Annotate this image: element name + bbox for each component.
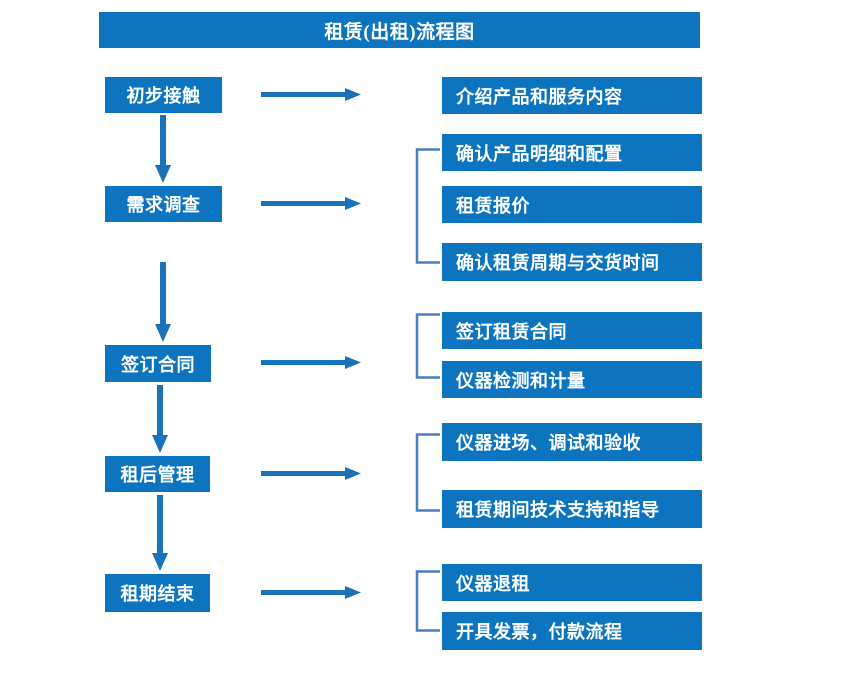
stage-label: 签订合同 [121, 354, 195, 375]
stage-box-sign-contract[interactable]: 签订合同 [105, 345, 211, 382]
right-arrow-stage-5 [261, 583, 363, 603]
detail-label: 确认租赁周期与交货时间 [456, 253, 660, 273]
detail-box-instrument-entry-debug-acceptance[interactable]: 仪器进场、调试和验收 [442, 423, 702, 461]
page-title: 租赁(出租)流程图 [324, 21, 475, 43]
stage-label: 租期结束 [120, 584, 195, 604]
bracket-stage-4 [414, 433, 440, 512]
detail-label: 仪器检测和计量 [456, 370, 586, 391]
detail-box-introduce-products-services[interactable]: 介绍产品和服务内容 [442, 77, 702, 114]
detail-label: 租赁期间技术支持和指导 [456, 500, 660, 520]
detail-label: 仪器进场、调试和验收 [456, 433, 641, 453]
stage-box-needs-survey[interactable]: 需求调查 [105, 186, 222, 222]
right-arrow-stage-2 [261, 194, 363, 214]
detail-label: 签订租赁合同 [456, 321, 567, 342]
detail-label: 确认产品明细和配置 [456, 143, 623, 164]
detail-box-confirm-product-spec[interactable]: 确认产品明细和配置 [442, 134, 702, 171]
down-arrow-3-to-4 [150, 385, 170, 455]
right-arrow-stage-3 [261, 353, 363, 373]
bracket-stage-5 [414, 570, 440, 632]
detail-box-invoice-payment-process[interactable]: 开具发票，付款流程 [442, 612, 702, 650]
detail-box-confirm-period-delivery[interactable]: 确认租赁周期与交货时间 [442, 243, 702, 281]
down-arrow-4-to-5 [150, 495, 170, 573]
right-arrow-stage-1 [261, 85, 363, 105]
flowchart-title-banner: 租赁(出租)流程图 [99, 12, 700, 48]
down-arrow-1-to-2 [153, 115, 173, 185]
stage-box-initial-contact[interactable]: 初步接触 [105, 77, 222, 113]
detail-box-rental-quotation[interactable]: 租赁报价 [442, 186, 702, 223]
detail-box-technical-support-guidance[interactable]: 租赁期间技术支持和指导 [442, 490, 702, 528]
detail-label: 介绍产品和服务内容 [456, 86, 623, 107]
detail-box-sign-rental-contract[interactable]: 签订租赁合同 [442, 312, 702, 349]
stage-label: 需求调查 [126, 195, 201, 215]
stage-box-rental-end[interactable]: 租期结束 [105, 574, 210, 612]
detail-label: 仪器退租 [456, 573, 530, 594]
down-arrow-2-to-3 [153, 262, 173, 344]
stage-box-post-rental-management[interactable]: 租后管理 [105, 456, 210, 492]
detail-label: 开具发票，付款流程 [456, 622, 623, 642]
stage-label: 初步接触 [126, 86, 201, 106]
bracket-stage-3 [414, 313, 440, 379]
bracket-stage-2 [414, 148, 440, 264]
stage-label: 租后管理 [120, 465, 195, 485]
detail-box-instrument-inspection-metrology[interactable]: 仪器检测和计量 [442, 361, 702, 398]
right-arrow-stage-4 [261, 464, 363, 484]
detail-box-instrument-return[interactable]: 仪器退租 [442, 564, 702, 601]
detail-label: 租赁报价 [456, 195, 530, 216]
